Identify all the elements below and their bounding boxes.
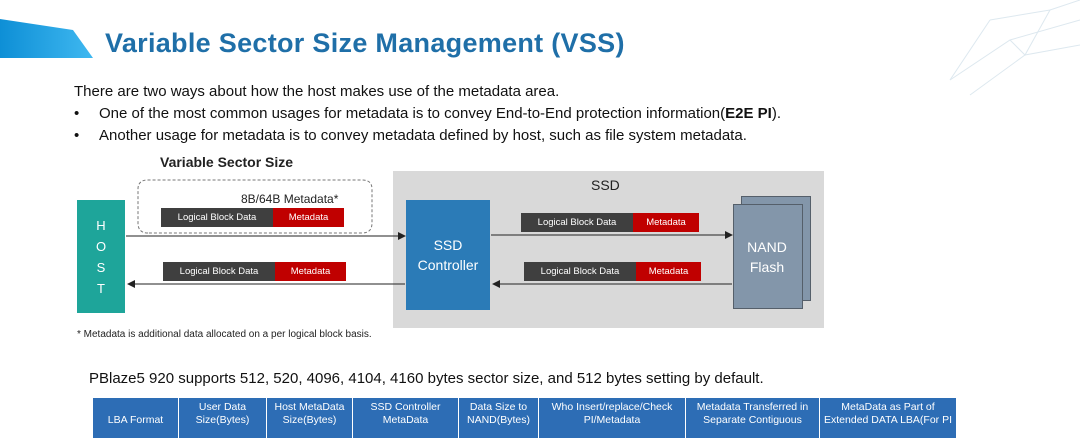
bullet-item: • Another usage for metadata is to convey…	[74, 127, 747, 144]
bullet-bold-text: E2E PI	[725, 105, 772, 122]
corner-decoration	[949, 0, 1080, 96]
intro-text: There are two ways about how the host ma…	[74, 83, 560, 100]
nand-flash-label: NAND Flash	[736, 237, 798, 277]
nand-flash-block	[733, 204, 803, 309]
footnote: * Metadata is additional data allocated …	[77, 329, 372, 340]
data-block-to-nand: Logical Block Data Metadata	[521, 213, 699, 232]
data-block-from-nand: Logical Block Data Metadata	[524, 262, 701, 281]
nand-label-line: Flash	[749, 259, 785, 275]
lba-format-table-header: LBA Format User Data Size(Bytes) Host Me…	[93, 398, 956, 438]
host-letter: T	[97, 280, 105, 296]
table-header-cell: Who Insert/replace/Check PI/Metadata	[539, 398, 686, 438]
host-letter: O	[95, 238, 107, 254]
table-header-cell: MetaData as Part of Extended DATA LBA(Fo…	[824, 401, 952, 426]
logical-block-data: Logical Block Data	[161, 208, 273, 227]
variable-sector-size-label: Variable Sector Size	[160, 154, 294, 170]
bullet-text: One of the most common usages for metada…	[99, 105, 726, 122]
bullet-text-end: ).	[771, 105, 782, 122]
host-block: H O S T	[77, 200, 125, 313]
metadata-block: Metadata	[636, 262, 701, 281]
controller-label-line: SSD	[433, 237, 463, 253]
logical-block-data: Logical Block Data	[521, 213, 633, 232]
logical-block-data: Logical Block Data	[163, 262, 275, 281]
table-header-cell: Metadata Transferred in Separate Contigu…	[686, 398, 820, 438]
host-letter: H	[96, 217, 106, 233]
controller-label-line: Controller	[417, 257, 479, 273]
ssd-label: SSD	[591, 177, 620, 193]
nand-label-line: NAND	[747, 239, 787, 255]
metadata-block: Metadata	[273, 208, 344, 227]
data-block-read: Logical Block Data Metadata	[163, 262, 346, 281]
bullet-text: Another usage for metadata is to convey …	[99, 127, 747, 144]
metadata-size-label: 8B/64B Metadata*	[241, 192, 339, 206]
sector-bracket	[137, 179, 373, 234]
support-statement: PBlaze5 920 supports 512, 520, 4096, 410…	[89, 370, 764, 387]
table-header-cell: User Data Size(Bytes)	[179, 398, 267, 438]
header-banner-shape	[0, 19, 93, 58]
data-block-write: Logical Block Data Metadata	[161, 208, 344, 227]
ssd-controller-block: SSD Controller	[406, 200, 490, 310]
bullet-dot: •	[74, 127, 80, 144]
logical-block-data: Logical Block Data	[524, 262, 636, 281]
data-flow-arrows	[126, 231, 733, 288]
slide-title: Variable Sector Size Management (VSS)	[105, 28, 625, 58]
table-header-cell: LBA Format	[93, 398, 179, 438]
bullet-item: • One of the most common usages for metad…	[74, 105, 781, 122]
table-header-cell: SSD Controller MetaData	[353, 398, 459, 438]
bullet-dot: •	[74, 105, 80, 122]
host-letter: S	[96, 259, 106, 275]
table-header-cell: Data Size to NAND(Bytes)	[459, 398, 539, 438]
metadata-block: Metadata	[633, 213, 699, 232]
table-header-cell: Host MetaData Size(Bytes)	[267, 398, 353, 438]
metadata-block: Metadata	[275, 262, 346, 281]
